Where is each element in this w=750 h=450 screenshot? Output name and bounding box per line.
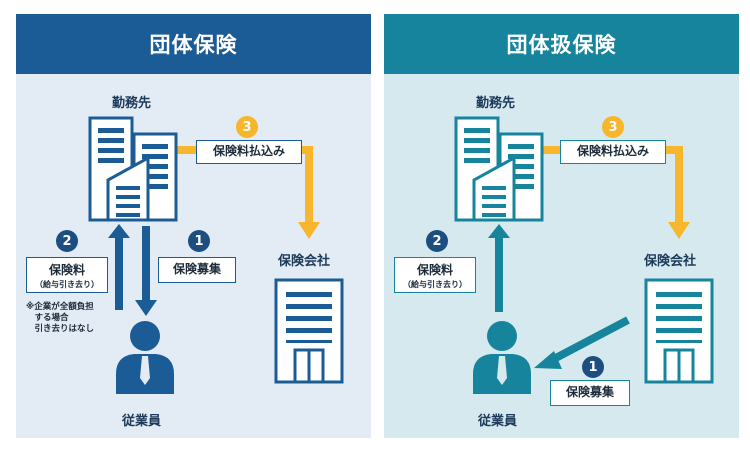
step2-badge: 2	[426, 230, 448, 252]
premium-up-arrowhead	[488, 224, 510, 238]
premium-box: 保険料 （給与引き去り）	[394, 257, 476, 293]
group-handling-insurance-panel: 団体扱保険	[384, 14, 739, 438]
workplace-building-icon	[88, 116, 178, 222]
note-text: ※企業が全額負担 する場合 引き去りはなし	[26, 302, 94, 335]
solicitation-box: 保険募集	[550, 380, 630, 406]
premium-box: 保険料 （給与引き去り）	[26, 257, 108, 293]
insurer-label: 保険会社	[644, 254, 697, 269]
payroll-deduction-label: （給与引き去り）	[403, 280, 467, 289]
panel-body: 勤務先 保険会社 従業員 3 保険料払込み 1 保険募集 2 保険料 （給与引き…	[16, 74, 371, 438]
panel-title: 団体扱保険	[384, 14, 739, 74]
premium-payment-arrowhead	[298, 222, 320, 239]
insurer-building-icon	[644, 278, 714, 384]
diagram-art	[454, 116, 714, 394]
workplace-building-icon	[454, 116, 544, 222]
panel-body: 勤務先 保険会社 従業員 3 保険料払込み 2 保険料 （給与引き去り） 1 保…	[384, 74, 739, 438]
employee-label: 従業員	[122, 414, 162, 429]
solicitation-diagonal-arrowhead	[534, 351, 562, 369]
workplace-label: 勤務先	[112, 96, 152, 111]
step1-badge: 1	[582, 356, 604, 378]
note-line-1: ※企業が全額負担	[26, 302, 94, 312]
step2-badge: 2	[56, 230, 78, 252]
premium-up-arrowhead	[108, 224, 130, 238]
employee-label: 従業員	[478, 414, 518, 429]
solicitation-down-arrowhead	[135, 300, 157, 316]
diagram-art	[88, 116, 344, 394]
panel-title: 団体保険	[16, 14, 371, 74]
premium-label: 保険料	[48, 263, 85, 277]
workplace-label: 勤務先	[476, 96, 516, 111]
premium-payment-box: 保険料払込み	[196, 140, 302, 164]
step1-badge: 1	[188, 230, 210, 252]
premium-label: 保険料	[416, 263, 453, 277]
solicitation-box: 保険募集	[158, 257, 236, 283]
insurer-building-icon	[274, 278, 344, 384]
note-line-2: する場合	[26, 313, 69, 323]
insurer-label: 保険会社	[278, 254, 331, 269]
premium-payment-arrowhead	[668, 222, 690, 239]
payroll-deduction-label: （給与引き去り）	[35, 280, 99, 289]
step3-badge: 3	[236, 116, 258, 138]
premium-payment-box: 保険料払込み	[560, 140, 666, 164]
group-insurance-panel: 団体保険	[16, 14, 371, 438]
employee-person-icon	[116, 321, 174, 394]
employee-person-icon	[473, 321, 531, 394]
step3-badge: 3	[602, 116, 624, 138]
note-line-3: 引き去りはなし	[26, 324, 95, 334]
